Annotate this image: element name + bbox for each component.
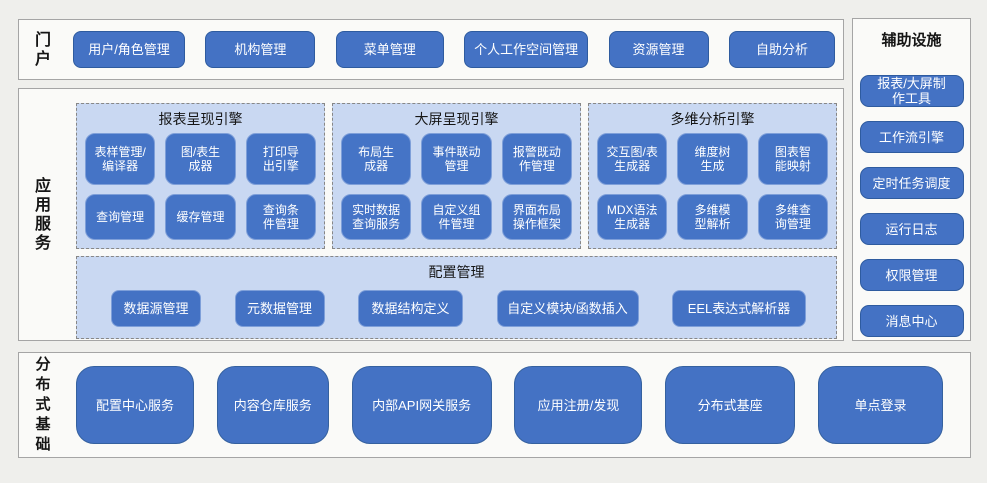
block-custom-module-function-insert: 自定义模块/函数插入 [496,289,639,327]
block-internal-api-gateway-service: 内部API网关服务 [351,366,492,444]
block-message-center: 消息中心 [859,305,964,337]
block-chart-table-generator: 图/表生 成器 [165,133,236,185]
block-interactive-chart-generator: 交互图/表 生成器 [597,133,668,185]
block-alarm-action-mgmt: 报警既动 作管理 [501,133,572,185]
portal-block-self-service-analysis: 自助分析 [728,31,835,68]
block-single-sign-on: 单点登录 [817,366,943,444]
portal-section: 门 户 用户/角色管理 机构管理 菜单管理 个人工作空间管理 资源管理 自助分析 [18,19,844,80]
engine-title-olap: 多维分析引擎 [670,111,755,127]
block-datasource-mgmt: 数据源管理 [111,289,201,327]
block-multidim-model-parsing: 多维模 型解析 [677,194,748,240]
block-style-mgmt-compiler: 表样管理/ 编译器 [85,133,156,185]
portal-block-workspace-mgmt: 个人工作空间管理 [464,31,589,68]
block-eel-expression-parser: EEL表达式解析器 [672,289,806,327]
engine-grid-report: 表样管理/ 编译器 图/表生 成器 打印导 出引擎 查询管理 缓存管理 查询条 … [77,133,324,248]
distributed-base-section-label: 分 布 式 基 础 [35,356,51,453]
block-distributed-pedestal: 分布式基座 [665,366,796,444]
portal-block-user-role-mgmt: 用户/角色管理 [73,31,185,68]
block-scheduled-task: 定时任务调度 [859,167,964,199]
distributed-button-row: 配置中心服务 内容仓库服务 内部API网关服务 应用注册/发现 分布式基座 单点… [76,353,943,457]
block-dimension-tree-generation: 维度树 生成 [677,133,748,185]
engine-grid-bigscreen: 布局生 成器 事件联动 管理 报警既动 作管理 实时数据 查询服务 自定义组 件… [333,133,580,248]
block-smart-chart-mapping: 图表智 能映射 [757,133,828,185]
engine-grid-olap: 交互图/表 生成器 维度树 生成 图表智 能映射 MDX语法 生成器 多维模 型… [589,133,836,248]
block-metadata-mgmt: 元数据管理 [234,289,325,327]
block-data-structure-definition: 数据结构定义 [358,289,463,327]
block-report-bigscreen-authoring-tool: 报表/大屏制 作工具 [859,75,964,107]
block-layout-generator: 布局生 成器 [341,133,412,185]
portal-block-resource-mgmt: 资源管理 [608,31,709,68]
engine-box-bigscreen: 大屏呈现引擎 布局生 成器 事件联动 管理 报警既动 作管理 实时数据 查询服务… [332,103,581,249]
block-multidim-query-mgmt: 多维查 询管理 [757,194,828,240]
block-realtime-data-query: 实时数据 查询服务 [341,194,412,240]
block-event-linkage-mgmt: 事件联动 管理 [421,133,492,185]
block-ui-layout-framework: 界面布局 操作框架 [501,194,572,240]
engine-title-report: 报表呈现引擎 [158,111,243,127]
auxiliary-section-title: 辅助设施 [881,32,942,49]
block-custom-component-mgmt: 自定义组 件管理 [421,194,492,240]
block-cache-mgmt: 缓存管理 [165,194,236,240]
engine-row: 报表呈现引擎 表样管理/ 编译器 图/表生 成器 打印导 出引擎 查询管理 缓存… [76,103,837,249]
block-print-export-engine: 打印导 出引擎 [245,133,316,185]
block-content-repo-service: 内容仓库服务 [216,366,329,444]
engine-title-bigscreen: 大屏呈现引擎 [414,111,499,127]
block-workflow-engine: 工作流引擎 [859,121,964,153]
config-mgmt-title: 配置管理 [428,264,485,280]
block-app-register-discovery: 应用注册/发现 [514,366,643,444]
portal-section-label: 门 户 [34,31,51,68]
app-services-section-label: 应 用 服 务 [34,177,51,252]
engine-box-report: 报表呈现引擎 表样管理/ 编译器 图/表生 成器 打印导 出引擎 查询管理 缓存… [76,103,325,249]
block-mdx-syntax-generator: MDX语法 生成器 [597,194,668,240]
block-run-log: 运行日志 [859,213,964,245]
block-permission-mgmt: 权限管理 [859,259,964,291]
portal-block-menu-mgmt: 菜单管理 [335,31,444,68]
block-query-mgmt: 查询管理 [85,194,156,240]
engine-box-olap: 多维分析引擎 交互图/表 生成器 维度树 生成 图表智 能映射 MDX语法 生成… [588,103,837,249]
portal-block-org-mgmt: 机构管理 [205,31,316,68]
block-query-condition-mgmt: 查询条 件管理 [245,194,316,240]
distributed-base-section: 分 布 式 基 础 配置中心服务 内容仓库服务 内部API网关服务 应用注册/发… [18,352,971,458]
block-config-center-service: 配置中心服务 [76,366,194,444]
portal-button-row: 用户/角色管理 机构管理 菜单管理 个人工作空间管理 资源管理 自助分析 [73,20,835,79]
app-services-section: 应 用 服 务 报表呈现引擎 表样管理/ 编译器 图/表生 成器 打印导 出引擎… [18,88,844,341]
config-button-row: 数据源管理 元数据管理 数据结构定义 自定义模块/函数插入 EEL表达式解析器 [111,288,806,328]
config-mgmt-box: 配置管理 数据源管理 元数据管理 数据结构定义 自定义模块/函数插入 EEL表达… [76,256,837,339]
auxiliary-section: 辅助设施 报表/大屏制 作工具 工作流引擎 定时任务调度 运行日志 权限管理 消… [852,18,971,341]
